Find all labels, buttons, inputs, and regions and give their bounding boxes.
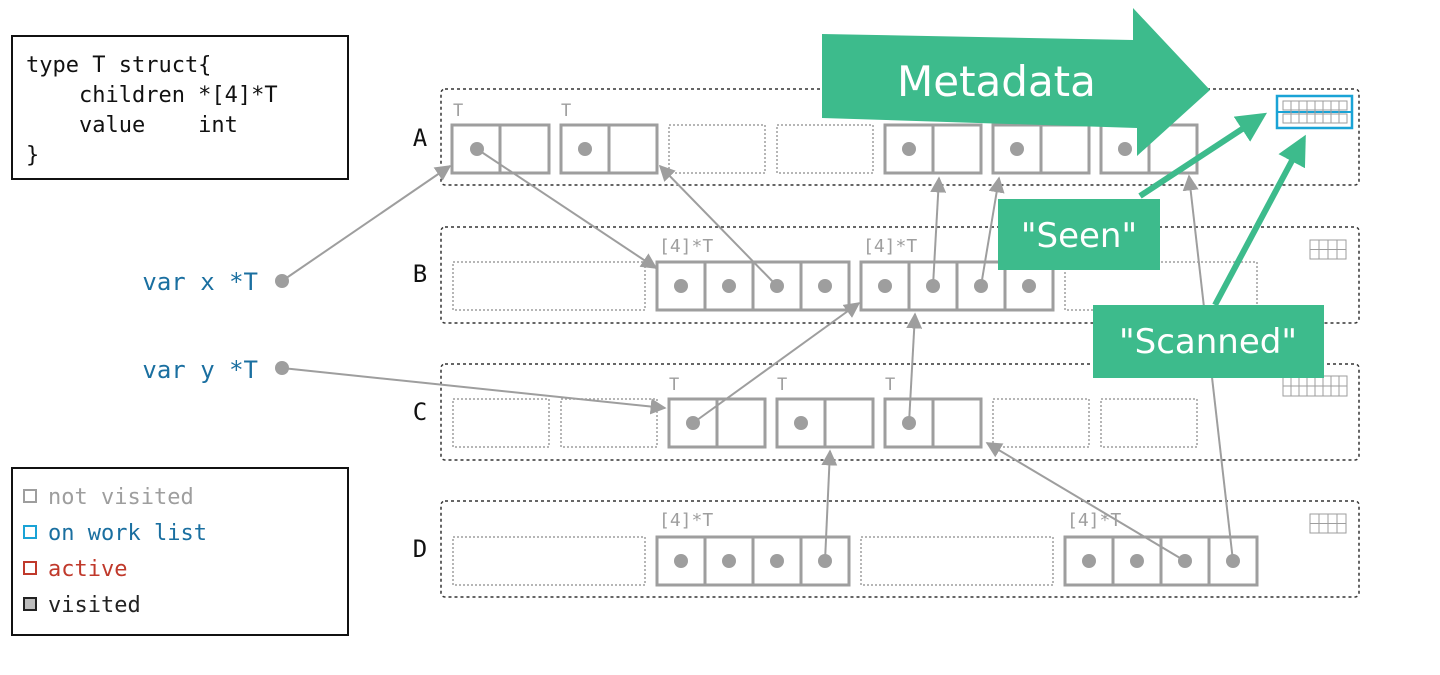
scanned-arrow: [1212, 134, 1306, 307]
span-c-type-label-2: T: [777, 375, 787, 395]
span-d-metadata-grid: [1309, 513, 1347, 534]
span-b-type-label-2: [4]*T: [863, 236, 917, 257]
callout-arrows: [1138, 112, 1306, 307]
span-b-type-label-1: [4]*T: [659, 236, 713, 257]
span-b-metadata-grid: [1309, 239, 1347, 260]
var-x-label: var x *T: [142, 268, 258, 296]
legend-label-not-visited: not visited: [48, 485, 194, 510]
legend-swatch-active: [23, 561, 37, 575]
seen-arrow: [1138, 112, 1268, 199]
legend-box: [11, 467, 349, 636]
span-a: A T T: [413, 88, 1360, 186]
scanned-callout-label: "Scanned": [1119, 322, 1297, 362]
span-d: D [4]*T [4]*T: [413, 500, 1360, 598]
span-d-type-label-1: [4]*T: [659, 510, 713, 531]
legend-item-on-work-list: on work list: [23, 521, 207, 546]
legend-swatch-not-visited: [23, 489, 37, 503]
scanned-callout: "Scanned": [1093, 305, 1324, 378]
span-d-label: D: [413, 535, 427, 563]
arrow-y-to-c1: [281, 367, 667, 415]
span-c-free-slot-4: [1100, 398, 1198, 448]
arrow-b2-to-a3: [930, 176, 947, 287]
var-x: var x *T: [142, 268, 289, 296]
arrow-c1-to-b2: [692, 302, 861, 424]
span-c: C T T T: [413, 363, 1360, 461]
span-a-free-slot-1: [668, 124, 766, 174]
legend-swatch-on-work-list: [23, 525, 37, 539]
span-a-object-4: [991, 123, 1091, 175]
arrow-b1-to-a2: [658, 164, 778, 287]
code-box: type T struct{ children *[4]*T value int…: [11, 35, 349, 180]
metadata-callout-arrow: Metadata: [822, 8, 1210, 156]
span-a-type-label-1: T: [453, 101, 463, 121]
span-c-type-label-1: T: [669, 375, 679, 395]
span-d-free-slot-1: [452, 536, 646, 586]
span-c-label: C: [413, 398, 427, 426]
span-c-outline: [440, 363, 1360, 461]
legend: not visited on work list active visited: [11, 467, 349, 636]
span-a-label: A: [413, 124, 428, 152]
span-b-label: B: [413, 260, 427, 288]
pointer-arrows: [281, 148, 1234, 562]
span-d-type-label-2: [4]*T: [1067, 510, 1121, 531]
seen-callout: "Seen": [998, 199, 1160, 270]
arrow-a1-to-b1: [476, 148, 658, 269]
legend-label-active: active: [48, 557, 127, 582]
legend-item-not-visited: not visited: [23, 485, 194, 510]
arrow-d2-to-c3: [985, 442, 1186, 562]
span-b-array-1: [655, 260, 851, 312]
span-a-object-3: [883, 123, 983, 175]
span-c-type-label-3: T: [885, 375, 895, 395]
metadata-callout-label: Metadata: [897, 57, 1096, 106]
span-c-object-3: [883, 397, 983, 449]
span-c-free-slot-2: [560, 398, 658, 448]
arrow-x-to-a1: [281, 165, 452, 282]
span-c-object-2: [775, 397, 875, 449]
arrow-c3-to-b2: [906, 312, 923, 424]
var-y-label: var y *T: [142, 356, 258, 384]
code-line-3: value int: [26, 113, 238, 138]
code-line-1: type T struct{: [26, 53, 211, 78]
legend-item-active: active: [23, 557, 127, 582]
legend-item-visited: visited: [23, 593, 141, 618]
legend-label-visited: visited: [48, 593, 141, 618]
arrow-b2-to-a4: [980, 176, 1005, 287]
span-c-free-slot-1: [452, 398, 550, 448]
span-c-object-1: [667, 397, 767, 449]
code-line-2: children *[4]*T: [26, 83, 278, 108]
span-d-array-2: [1063, 535, 1259, 587]
span-a-type-label-2: T: [561, 101, 571, 121]
var-y: var y *T: [142, 356, 289, 384]
span-d-outline: [440, 500, 1360, 598]
span-d-array-1: [655, 535, 851, 587]
span-a-free-slot-2: [776, 124, 874, 174]
code-line-4: }: [26, 143, 39, 168]
span-b-outline: [440, 226, 1360, 324]
arrow-d1-to-c2: [821, 449, 838, 562]
span-a-metadata-grid: [1275, 94, 1354, 130]
seen-callout-label: "Seen": [1021, 216, 1137, 256]
legend-swatch-visited: [23, 597, 37, 611]
span-a-object-2: [559, 123, 659, 175]
span-a-outline: [440, 88, 1360, 186]
span-c-metadata-grid: [1282, 375, 1348, 397]
span-c-free-slot-3: [992, 398, 1090, 448]
legend-label-on-work-list: on work list: [48, 521, 207, 546]
span-d-free-slot-2: [860, 536, 1054, 586]
span-b-free-slot-1: [452, 261, 646, 311]
